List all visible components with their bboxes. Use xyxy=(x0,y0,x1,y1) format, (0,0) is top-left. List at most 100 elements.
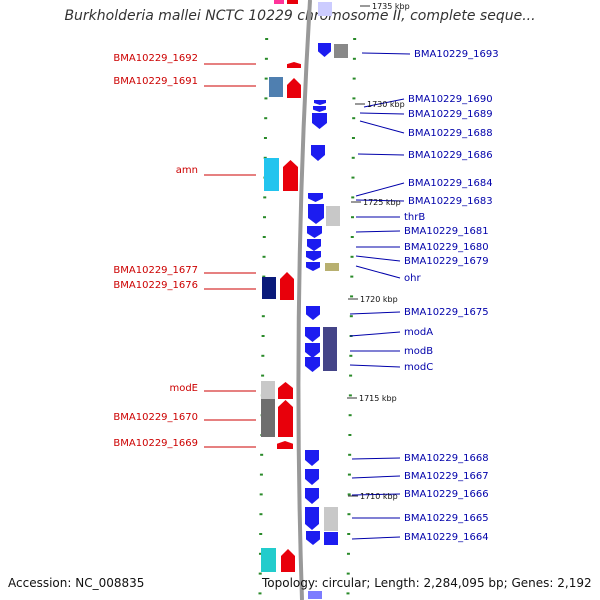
tick-mark xyxy=(261,335,265,337)
left-gene-label: BMA10229_1669 xyxy=(113,438,198,449)
tick-mark xyxy=(259,533,263,535)
right-leader-line xyxy=(355,255,401,262)
backbone xyxy=(296,0,312,600)
right-gene-label: BMA10229_1693 xyxy=(414,49,499,60)
right-gene-label: modC xyxy=(404,362,433,373)
reverse-gene-arrow xyxy=(306,306,320,320)
tick-mark xyxy=(352,57,356,60)
gene-box xyxy=(262,277,276,299)
reverse-gene-arrow xyxy=(305,357,320,372)
gene-box xyxy=(318,2,332,16)
tick-mark xyxy=(263,216,267,219)
tick-mark xyxy=(265,38,269,40)
map-title: Burkholderia mallei NCTC 10229 chromosom… xyxy=(64,8,536,24)
right-gene-label: BMA10229_1684 xyxy=(408,178,493,189)
tick-mark xyxy=(262,275,266,278)
tick-mark xyxy=(346,552,350,555)
reverse-gene-arrow xyxy=(305,343,320,358)
right-gene-label: BMA10229_1666 xyxy=(404,489,489,500)
tick-mark xyxy=(350,236,354,238)
right-gene-label: BMA10229_1681 xyxy=(404,226,489,237)
forward-gene-arrow xyxy=(283,160,298,191)
gene-box xyxy=(264,158,279,191)
gene-box xyxy=(324,532,338,545)
tick-mark xyxy=(350,255,354,258)
forward-gene-arrow xyxy=(280,272,294,300)
right-gene-label: BMA10229_1686 xyxy=(408,150,493,161)
right-gene-label: BMA10229_1688 xyxy=(408,128,493,139)
tick-mark xyxy=(262,236,266,238)
right-gene-label: BMA10229_1679 xyxy=(404,256,489,267)
forward-gene-arrow xyxy=(281,549,295,572)
tick-mark xyxy=(261,374,265,377)
right-gene-label: ohr xyxy=(404,273,421,284)
tick-mark xyxy=(264,77,268,80)
right-leader-line xyxy=(363,98,405,108)
tick-mark xyxy=(348,453,352,456)
tick-mark xyxy=(260,453,264,456)
right-leader-line xyxy=(355,199,405,202)
reverse-gene-arrow xyxy=(311,145,325,161)
tick-mark xyxy=(261,354,265,357)
forward-gene-arrow xyxy=(287,62,301,68)
right-leader-line xyxy=(349,364,401,368)
left-gene-labels: BMA10229_1692BMA10229_1691amnBMA10229_16… xyxy=(113,53,256,449)
tick-mark xyxy=(351,216,355,219)
kbp-label: 1720 kbp xyxy=(360,295,398,304)
right-leader-line xyxy=(359,120,405,134)
gene-box xyxy=(324,507,338,531)
gene-box xyxy=(308,591,322,599)
tick-mark xyxy=(258,552,262,555)
tick-mark xyxy=(349,315,353,318)
right-leader-line xyxy=(357,153,405,156)
reverse-gene-arrow xyxy=(306,262,320,271)
tick-mark xyxy=(258,572,262,575)
reverse-gene-arrow xyxy=(305,469,319,485)
tick-mark xyxy=(348,414,352,417)
tick-mark xyxy=(263,196,267,199)
forward-gene-arrow xyxy=(278,382,293,399)
gene-box xyxy=(261,399,275,437)
left-gene-label: BMA10229_1670 xyxy=(113,412,198,423)
kbp-label: 1710 kbp xyxy=(360,492,398,501)
right-gene-label: BMA10229_1675 xyxy=(404,307,489,318)
tick-mark xyxy=(348,394,352,397)
reverse-gene-arrow xyxy=(305,327,320,342)
left-gene-label: BMA10229_1677 xyxy=(113,265,198,276)
right-leader-line xyxy=(359,112,405,115)
right-leader-line xyxy=(351,475,401,479)
right-leader-line xyxy=(355,230,401,233)
reverse-gene-arrow xyxy=(308,193,323,202)
gene-box xyxy=(323,343,337,357)
tick-mark xyxy=(346,592,350,595)
reverse-gene-arrow xyxy=(307,226,322,238)
gene-features xyxy=(261,0,348,599)
reverse-gene-arrow xyxy=(314,100,326,105)
forward-gene-arrow xyxy=(277,441,293,449)
tick-mark xyxy=(351,137,355,139)
tick-mark xyxy=(347,493,351,496)
reverse-gene-arrow xyxy=(307,239,321,251)
gene-box xyxy=(323,357,337,371)
right-gene-label: BMA10229_1667 xyxy=(404,471,489,482)
right-gene-label: modB xyxy=(404,346,433,357)
right-gene-label: thrB xyxy=(404,212,425,223)
tick-mark xyxy=(259,493,263,496)
gene-box xyxy=(261,381,275,399)
left-gene-label: modE xyxy=(169,383,198,394)
tick-mark xyxy=(346,572,350,575)
tick-mark xyxy=(352,97,356,100)
right-leader-line xyxy=(349,311,401,315)
tick-mark xyxy=(263,156,267,159)
right-leader-line xyxy=(351,536,401,540)
forward-gene-arrow xyxy=(287,78,301,98)
tick-mark xyxy=(352,117,356,120)
right-gene-labels: BMA10229_1693BMA10229_1690BMA10229_1689B… xyxy=(349,49,499,543)
tick-mark xyxy=(262,255,266,258)
tick-mark xyxy=(263,137,267,139)
right-leader-line xyxy=(351,493,401,496)
tick-mark xyxy=(259,473,263,476)
reverse-gene-arrow xyxy=(305,450,319,466)
reverse-gene-arrow xyxy=(305,488,319,504)
